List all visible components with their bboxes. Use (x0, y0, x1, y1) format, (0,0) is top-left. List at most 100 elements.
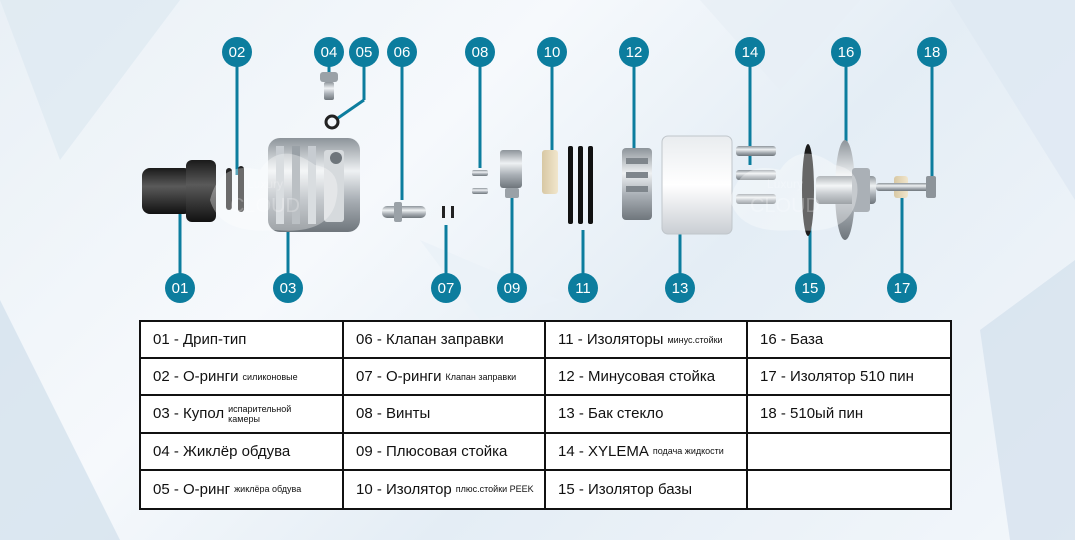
part-screws (472, 170, 488, 194)
callout-06: 06 (387, 37, 417, 67)
callout-11: 11 (568, 273, 598, 303)
parts-legend-table: 01 - Дрип-тип 06 - Клапан заправки 11 - … (139, 320, 952, 510)
svg-text:14: 14 (742, 44, 759, 61)
svg-text:CLOUD: CLOUD (750, 195, 820, 217)
legend-cell-01: 01 - Дрип-тип (141, 322, 344, 360)
part-positive-post (500, 150, 522, 198)
legend-cell-16: 16 - База (748, 322, 950, 360)
part-valve-o-rings (442, 206, 454, 218)
part-xylema (736, 146, 776, 204)
svg-text:10: 10 (544, 44, 561, 61)
svg-text:16: 16 (838, 44, 855, 61)
legend-label: 12 - Минусовая стойка (558, 368, 716, 386)
legend-label: 02 - О-ринги (153, 368, 239, 386)
svg-text:07: 07 (438, 280, 455, 297)
part-base-insulator (802, 144, 814, 236)
svg-text:01: 01 (172, 280, 189, 297)
legend-label: 03 - Купол (153, 405, 225, 423)
legend-label: 07 - О-ринги (356, 368, 442, 386)
callout-08: 08 (465, 37, 495, 67)
svg-text:03: 03 (280, 280, 297, 297)
svg-text:13: 13 (672, 280, 689, 297)
legend-cell-empty-2 (748, 471, 950, 508)
part-negative-post (622, 148, 652, 220)
legend-note: подача жидкости (652, 446, 724, 457)
legend-label: 05 - О-ринг (153, 480, 231, 498)
part-510-pin (876, 176, 936, 198)
legend-label: 18 - 510ый пин (760, 405, 864, 423)
legend-note: минус.стойки (667, 334, 723, 345)
legend-cell-06: 06 - Клапан заправки (344, 322, 546, 360)
legend-cell-12: 12 - Минусовая стойка (546, 359, 748, 397)
legend-label: 08 - Винты (356, 405, 431, 423)
callout-04: 04 (314, 37, 344, 67)
part-o-rings (226, 166, 244, 212)
svg-text:05: 05 (356, 44, 373, 61)
svg-text:11: 11 (575, 280, 591, 297)
callouts: 01 02 03 04 05 06 07 08 09 10 11 12 13 1… (165, 37, 947, 303)
legend-note: Клапан заправки (445, 371, 517, 382)
svg-text:09: 09 (504, 280, 521, 297)
svg-text:Luxury: Luxury (767, 177, 803, 191)
svg-text:04: 04 (321, 44, 338, 61)
legend-label: 13 - Бак стекло (558, 405, 664, 423)
svg-text:02: 02 (229, 44, 246, 61)
legend-label: 04 - Жиклёр обдува (153, 442, 291, 460)
legend-label: 11 - Изоляторы (558, 331, 664, 349)
watermark-logo: Luxury CLOUD Luxury CLOUD (210, 153, 858, 231)
legend-label: 09 - Плюсовая стойка (356, 442, 508, 460)
callout-07: 07 (431, 273, 461, 303)
legend-label: 17 - Изолятор 510 пин (760, 368, 914, 386)
part-glass-tank (661, 135, 733, 235)
callout-02: 02 (222, 37, 252, 67)
part-jet-o-ring (324, 114, 340, 130)
legend-cell-04: 04 - Жиклёр обдува (141, 433, 344, 471)
legend-cell-13: 13 - Бак стекло (546, 396, 748, 434)
legend-label: 14 - XYLEMA (558, 442, 649, 460)
callout-17: 17 (887, 273, 917, 303)
svg-text:18: 18 (924, 44, 941, 61)
part-peek-insulator (542, 150, 558, 194)
svg-text:Luxury: Luxury (247, 177, 283, 191)
legend-cell-18: 18 - 510ый пин (748, 396, 950, 434)
callout-01: 01 (165, 273, 195, 303)
callout-05: 05 (349, 37, 379, 67)
svg-text:06: 06 (394, 44, 411, 61)
svg-text:15: 15 (802, 280, 819, 297)
legend-cell-08: 08 - Винты (344, 396, 546, 434)
legend-note: жиклёра обдува (234, 484, 302, 495)
part-base (816, 140, 876, 240)
legend-label: 10 - Изолятор (356, 480, 452, 498)
legend-note: силиконовые (242, 371, 298, 382)
legend-note: плюс.стойки PEEK (455, 484, 534, 495)
svg-text:08: 08 (472, 44, 489, 61)
legend-label: 06 - Клапан заправки (356, 331, 504, 349)
svg-text:17: 17 (894, 280, 911, 297)
callout-12: 12 (619, 37, 649, 67)
callout-16: 16 (831, 37, 861, 67)
legend-note: испарительной камеры (228, 403, 292, 424)
part-airflow-jet (320, 72, 338, 100)
svg-text:CLOUD: CLOUD (230, 195, 300, 217)
svg-text:12: 12 (626, 44, 643, 61)
part-dome (268, 138, 360, 232)
legend-cell-empty-1 (748, 434, 950, 471)
part-drip-tip (142, 160, 216, 222)
callout-09: 09 (497, 273, 527, 303)
legend-cell-09: 09 - Плюсовая стойка (344, 433, 546, 471)
part-fill-valve (382, 202, 426, 222)
callout-03: 03 (273, 273, 303, 303)
callout-15: 15 (795, 273, 825, 303)
legend-cell-15: 15 - Изолятор базы (546, 470, 748, 508)
legend-cell-17: 17 - Изолятор 510 пин (748, 359, 950, 397)
